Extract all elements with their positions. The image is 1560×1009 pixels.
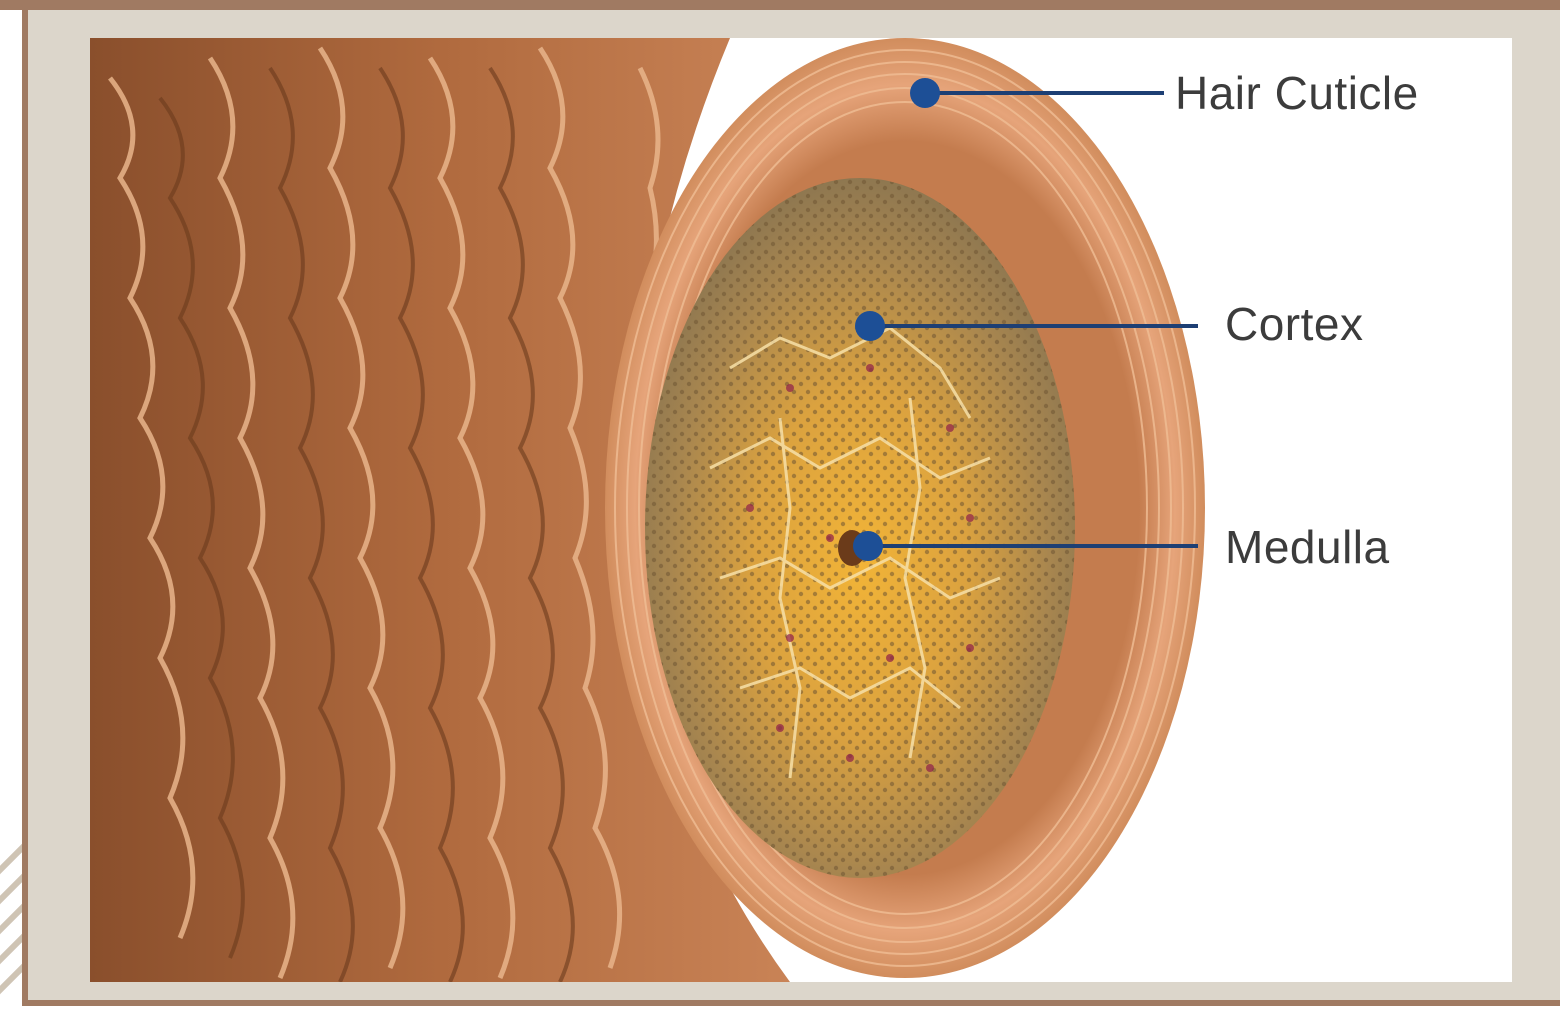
label-pointers — [90, 38, 1512, 982]
cortex-pointer-dot — [855, 311, 885, 341]
label-hair-cuticle: Hair Cuticle — [1175, 66, 1419, 120]
label-medulla: Medulla — [1225, 520, 1390, 574]
cuticle-pointer-dot — [910, 78, 940, 108]
medulla-pointer-dot — [853, 531, 883, 561]
label-cortex: Cortex — [1225, 297, 1363, 351]
hair-cross-section-illustration — [90, 38, 1512, 982]
